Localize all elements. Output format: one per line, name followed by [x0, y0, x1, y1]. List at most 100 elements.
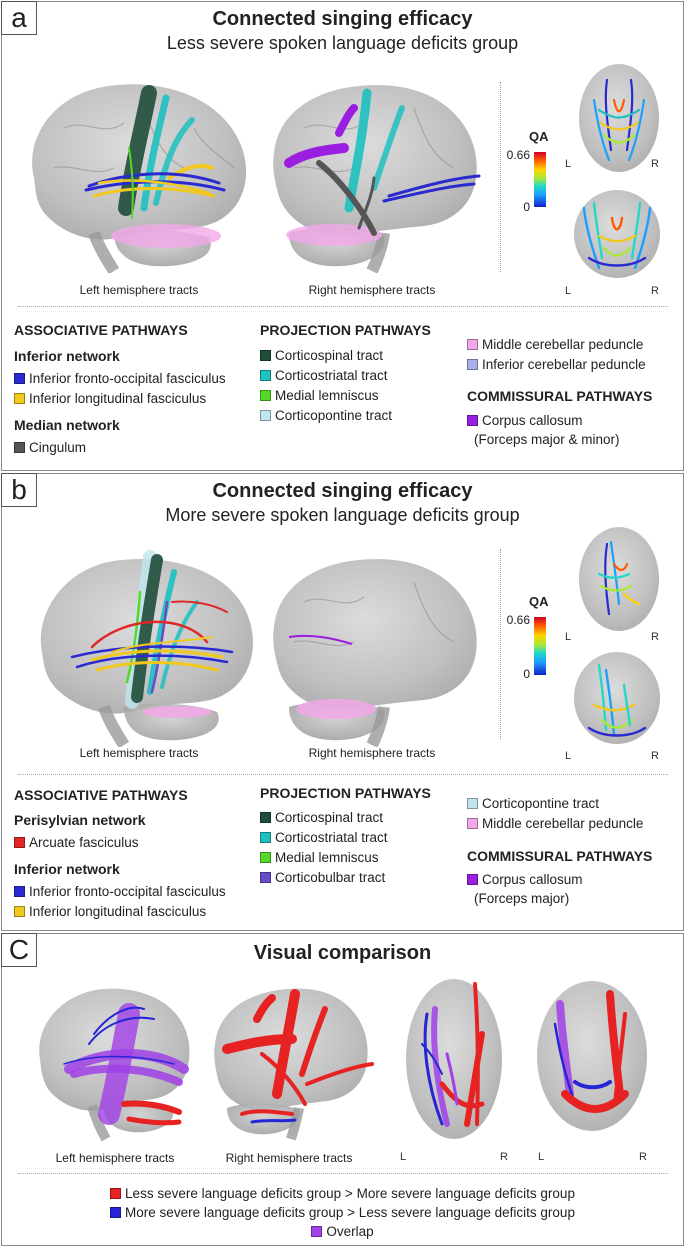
- legend-corticopontine: Corticopontine tract: [467, 796, 599, 811]
- corpus-callosum-note: (Forceps major & minor): [474, 432, 620, 447]
- qa-max-tick: 0.66: [506, 613, 530, 627]
- ifof-swatch: [14, 373, 25, 384]
- qa-colorbar: [534, 617, 546, 675]
- overlap-swatch: [311, 1226, 323, 1237]
- qa-label: QA: [529, 594, 549, 609]
- left-hemisphere-caption: Left hemisphere tracts: [79, 283, 199, 297]
- left-hemisphere-brain: [40, 550, 253, 747]
- commissural-heading: COMMISSURAL PATHWAYS: [467, 848, 653, 864]
- cingulum-swatch: [14, 442, 25, 453]
- projection-heading: PROJECTION PATHWAYS: [260, 785, 431, 801]
- right-hemisphere-caption: Right hemisphere tracts: [308, 283, 436, 297]
- legend-more-gt-less: More severe language deficits group > Le…: [2, 1205, 683, 1220]
- legend-overlap: Overlap: [2, 1224, 683, 1239]
- axial-left-label: L: [565, 750, 572, 762]
- less-gt-more-swatch: [110, 1188, 122, 1199]
- corticospinal-swatch: [260, 350, 271, 361]
- ifof-swatch: [14, 886, 25, 897]
- left-hemisphere-caption: Left hemisphere tracts: [79, 746, 199, 760]
- corticostriatal-swatch: [260, 370, 271, 381]
- legend-corticostriatal: Corticostriatal tract: [260, 830, 388, 845]
- left-hemisphere-brain: [32, 84, 247, 273]
- panel-subtitle: More severe spoken language deficits gro…: [165, 505, 520, 525]
- median-network-heading: Median network: [14, 417, 120, 433]
- corpus-callosum-swatch: [467, 874, 478, 885]
- axial-right-label: R: [651, 158, 659, 170]
- legend-corpus-callosum: Corpus callosum: [467, 872, 583, 887]
- legend-ifof: Inferior fronto-occipital fasciculus: [14, 371, 226, 386]
- qa-min-tick: 0: [523, 200, 530, 214]
- qa-max-tick: 0.66: [506, 148, 530, 162]
- horizontal-separator: [18, 306, 668, 307]
- panel-title: Visual comparison: [253, 942, 432, 964]
- panel-subtitle: Less severe spoken language deficits gro…: [166, 33, 519, 53]
- axial-right-label: R: [639, 1151, 647, 1163]
- right-hemisphere-brain: [273, 85, 481, 273]
- legend-ilf: Inferior longitudinal fasciculus: [14, 391, 206, 406]
- axial-right-label: R: [651, 631, 659, 643]
- corticobulbar-swatch: [260, 872, 271, 883]
- inferior-network-heading: Inferior network: [14, 861, 120, 877]
- legend-corticostriatal: Corticostriatal tract: [260, 368, 388, 383]
- panel-letter: b: [1, 473, 37, 507]
- axial-view-bottom: [574, 652, 660, 744]
- horizontal-separator: [18, 774, 668, 775]
- axial-right-label: R: [651, 750, 659, 762]
- legend-corticospinal: Corticospinal tract: [260, 348, 383, 363]
- panel-title: Connected singing efficacy: [212, 8, 473, 30]
- associative-heading: ASSOCIATIVE PATHWAYS: [14, 322, 188, 338]
- comparison-left-caption: Left hemisphere tracts: [55, 1151, 175, 1165]
- inferior-network-heading: Inferior network: [14, 348, 120, 364]
- comparison-right-caption: Right hemisphere tracts: [225, 1151, 353, 1165]
- axial-left-label: L: [565, 158, 572, 170]
- panel-c: C Visual comparison Left hemisphere trac…: [1, 933, 684, 1246]
- perisylvian-network-heading: Perisylvian network: [14, 812, 146, 828]
- axial-left-label: L: [400, 1151, 407, 1163]
- comparison-axial-view-1: [406, 979, 502, 1139]
- legend-medial-lemniscus: Medial lemniscus: [260, 850, 379, 865]
- comparison-axial-view-2: [537, 981, 647, 1131]
- right-hemisphere-brain: [273, 559, 477, 747]
- legend-arcuate: Arcuate fasciculus: [14, 835, 139, 850]
- projection-heading: PROJECTION PATHWAYS: [260, 322, 431, 338]
- legend-inferior-cerebellar: Inferior cerebellar peduncle: [467, 357, 646, 372]
- axial-left-label: L: [538, 1151, 545, 1163]
- comparison-left-hemisphere: [39, 988, 190, 1142]
- legend-corticospinal: Corticospinal tract: [260, 810, 383, 825]
- corticopontine-swatch: [467, 798, 478, 809]
- comparison-right-hemisphere: [214, 988, 374, 1141]
- panel-letter: a: [1, 1, 37, 35]
- legend-ifof: Inferior fronto-occipital fasciculus: [14, 884, 226, 899]
- legend-middle-cerebellar: Middle cerebellar peduncle: [467, 816, 643, 831]
- legend-middle-cerebellar: Middle cerebellar peduncle: [467, 337, 643, 352]
- medial-lemniscus-swatch: [260, 390, 271, 401]
- axial-view-top: [579, 64, 659, 172]
- ilf-swatch: [14, 393, 25, 404]
- arcuate-swatch: [14, 837, 25, 848]
- corticopontine-swatch: [260, 410, 271, 421]
- axial-right-label: R: [500, 1151, 508, 1163]
- legend-corpus-callosum: Corpus callosum: [467, 413, 583, 428]
- corpus-callosum-note: (Forceps major): [474, 891, 570, 906]
- qa-colorbar: [534, 152, 546, 207]
- legend-medial-lemniscus: Medial lemniscus: [260, 388, 379, 403]
- vertical-separator: [500, 82, 501, 272]
- more-gt-less-swatch: [110, 1207, 122, 1218]
- panel-a: a Connected singing efficacy Less severe…: [1, 1, 684, 471]
- qa-min-tick: 0: [523, 667, 530, 681]
- panel-letter: C: [1, 933, 37, 967]
- axial-view-top: [579, 527, 659, 631]
- panel-b: b Connected singing efficacy More severe…: [1, 473, 684, 931]
- middle-cerebellar-swatch: [467, 339, 478, 350]
- axial-view-bottom: [574, 190, 660, 278]
- corticospinal-swatch: [260, 812, 271, 823]
- legend-cingulum: Cingulum: [14, 440, 86, 455]
- qa-label: QA: [529, 129, 549, 144]
- medial-lemniscus-swatch: [260, 852, 271, 863]
- commissural-heading: COMMISSURAL PATHWAYS: [467, 388, 653, 404]
- legend-corticobulbar: Corticobulbar tract: [260, 870, 385, 885]
- horizontal-separator: [18, 1173, 668, 1174]
- corpus-callosum-swatch: [467, 415, 478, 426]
- legend-less-gt-more: Less severe language deficits group > Mo…: [2, 1186, 683, 1201]
- vertical-separator: [500, 549, 501, 739]
